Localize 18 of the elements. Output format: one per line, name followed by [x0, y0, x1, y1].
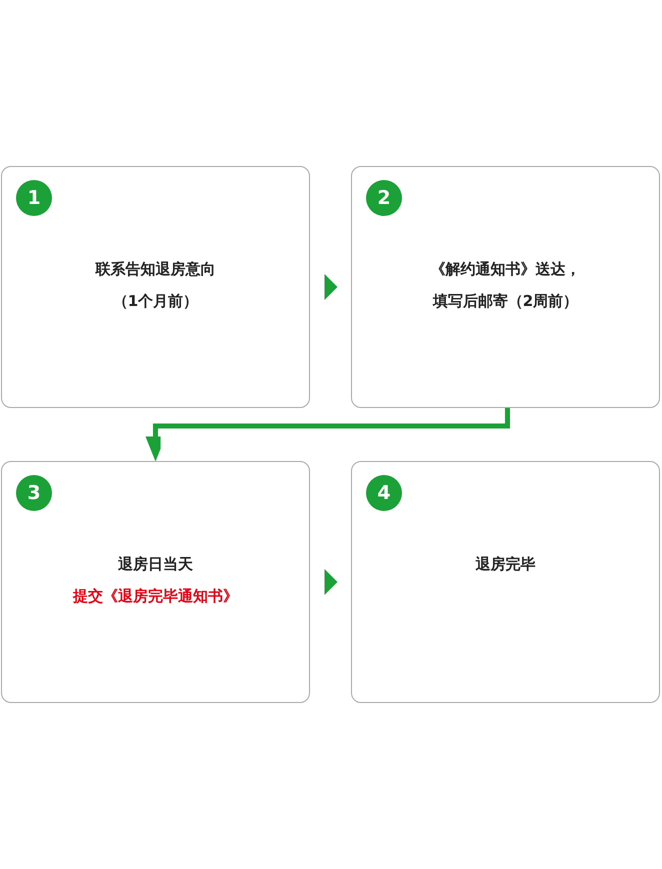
step-text: 退房日当天 — [118, 554, 193, 574]
step-card — [1, 166, 310, 408]
step-text: （1个月前） — [112, 291, 198, 311]
arrow — [146, 408, 510, 462]
step-text: 填写后邮寄（2周前） — [432, 291, 578, 311]
step-text: 《解约通知书》送达， — [430, 259, 580, 279]
step-number: 4 — [366, 475, 402, 511]
step-number: 2 — [366, 180, 402, 216]
arrow — [324, 274, 338, 300]
step-number: 3 — [16, 475, 52, 511]
step-card — [351, 461, 660, 703]
step-number: 1 — [16, 180, 52, 216]
step-card — [351, 166, 660, 408]
step-text: 联系告知退房意向 — [96, 259, 216, 279]
step-text: 退房完毕 — [476, 554, 536, 574]
step-text: 提交《退房完毕通知书》 — [73, 586, 238, 606]
arrow — [324, 569, 338, 595]
step-card — [1, 461, 310, 703]
